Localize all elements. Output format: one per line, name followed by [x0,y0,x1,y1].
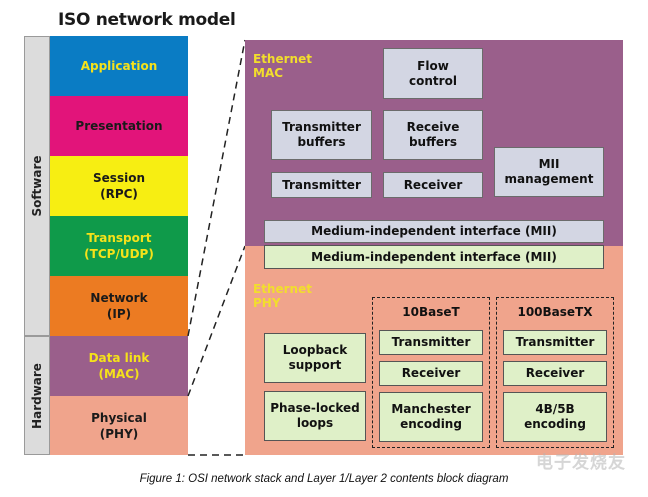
tenbaset-group [372,297,490,448]
layer-presentation: Presentation [50,96,188,156]
figure-caption: Figure 1: OSI network stack and Layer 1/… [139,473,509,485]
hundredbasetx-receiver-box: Receiver [503,361,607,386]
transmitter-buffers-box: Transmitter buffers [271,110,372,160]
phase-locked-loops-box: Phase-locked loops [264,391,366,441]
ethernet-phy-label: Ethernet PHY [253,282,312,310]
layer-physical: Physical (PHY) [50,396,188,455]
mac-receiver-box: Receiver [383,172,483,198]
mac-mii-box: Medium-independent interface (MII) [264,220,604,243]
ethernet-mac-label: Ethernet MAC [253,52,312,80]
tenbaset-title: 10BaseT [402,305,460,319]
mac-transmitter-box: Transmitter [271,172,372,198]
flow-control-box: Flow control [383,48,483,99]
mii-management-box: MII management [494,147,604,197]
layer-transport: Transport (TCP/UDP) [50,216,188,276]
diagram-title: ISO network model [58,10,236,30]
hardware-label: Hardware [30,362,44,429]
receive-buffers-box: Receive buffers [383,110,483,160]
layer-session: Session (RPC) [50,156,188,216]
software-label: Software [30,155,44,217]
software-category-bar: Software [24,36,50,336]
layer-data-link: Data link (MAC) [50,336,188,396]
tenbaset-transmitter-box: Transmitter [379,330,483,355]
layer-network: Network (IP) [50,276,188,336]
layer-application: Application [50,36,188,96]
4b5b-encoding-box: 4B/5B encoding [503,392,607,442]
phy-mii-box: Medium-independent interface (MII) [264,245,604,269]
tenbaset-receiver-box: Receiver [379,361,483,386]
loopback-support-box: Loopback support [264,333,366,383]
manchester-encoding-box: Manchester encoding [379,392,483,442]
hundredbasetx-group [496,297,614,448]
watermark-logo: 电子发烧友 [536,453,626,473]
hundredbasetx-title: 100BaseTX [517,305,593,319]
hardware-category-bar: Hardware [24,336,50,455]
hundredbasetx-transmitter-box: Transmitter [503,330,607,355]
